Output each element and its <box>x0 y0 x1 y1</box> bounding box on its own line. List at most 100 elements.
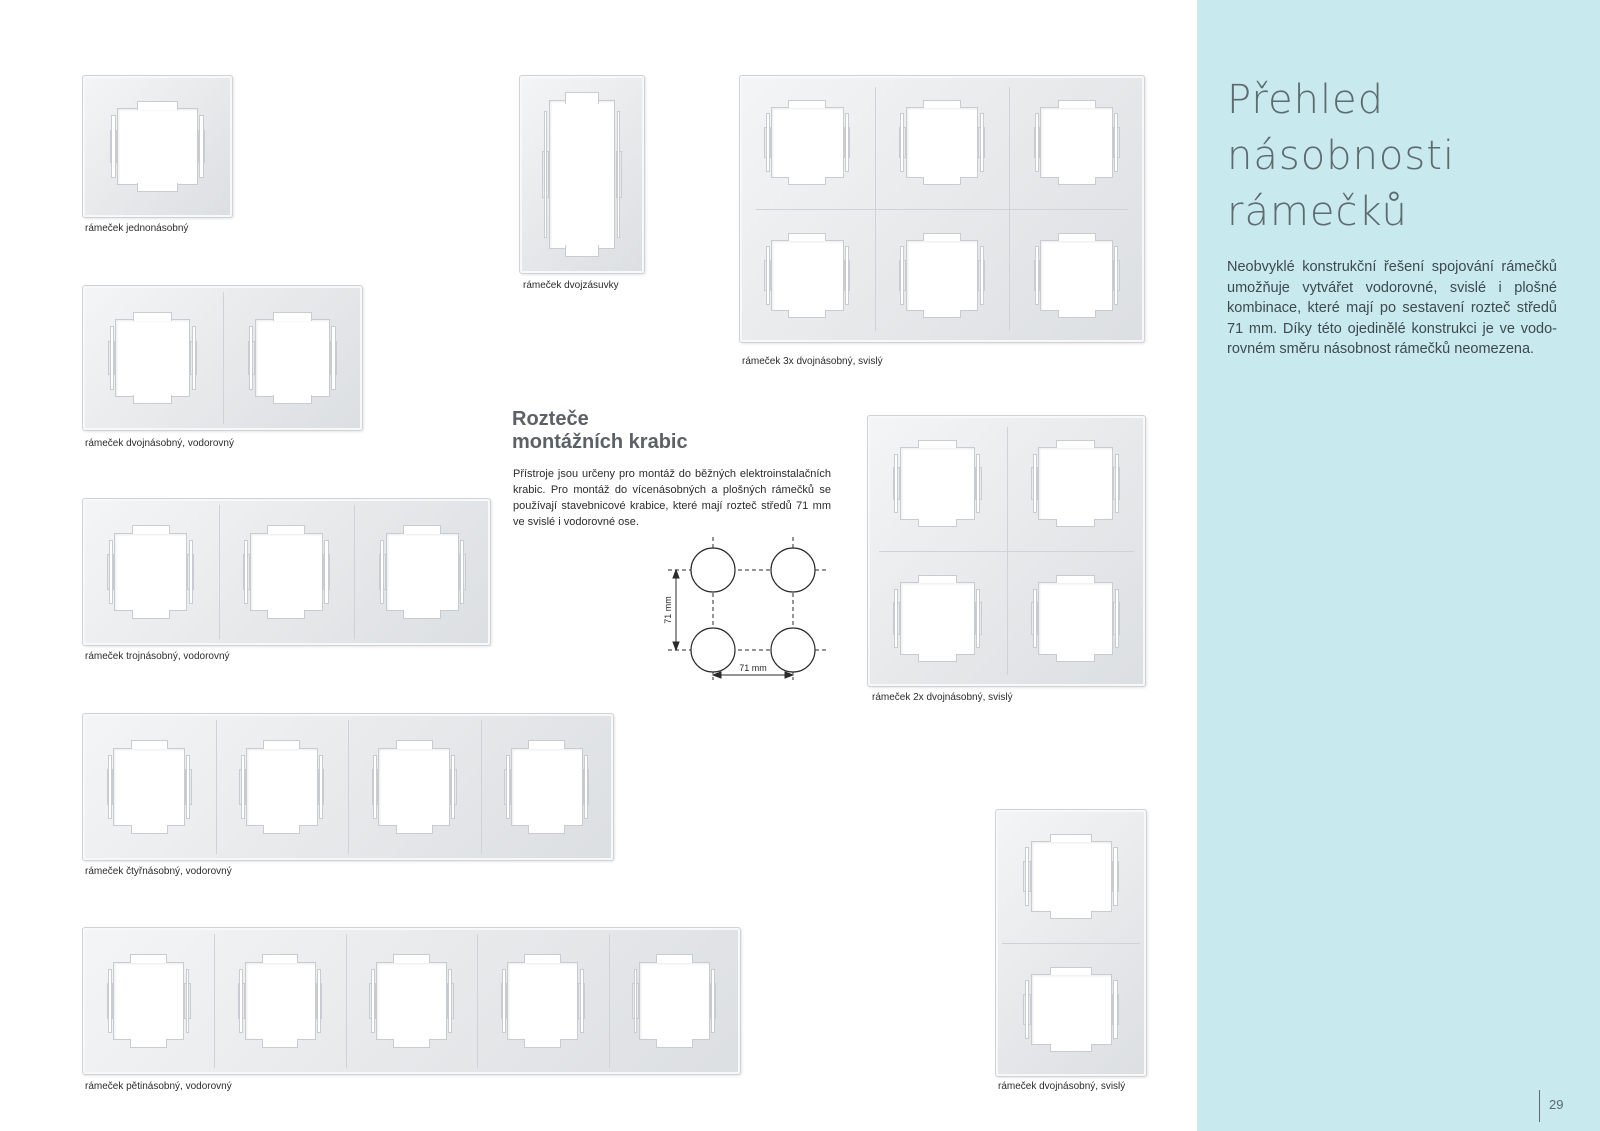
dimension-horizontal-label: 71 mm <box>739 663 767 673</box>
frame-detail <box>923 177 961 186</box>
frame-module <box>875 209 1010 342</box>
frame-quad-horizontal-caption: rámeček čtyřnásobný, vodorovný <box>85 866 232 877</box>
frame-detail <box>108 754 113 820</box>
frame-detail <box>1113 980 1118 1039</box>
frame-joint <box>345 933 347 1069</box>
frame-opening <box>1038 447 1114 520</box>
frame-module <box>219 499 355 645</box>
frame-detail <box>1056 440 1096 449</box>
frame-detail <box>655 954 693 964</box>
frame-opening <box>114 532 188 612</box>
box-circles <box>690 547 816 673</box>
frame-module <box>477 928 608 1074</box>
frame-detail <box>1050 966 1092 975</box>
frame-detail <box>583 754 588 820</box>
frame-detail <box>267 525 306 535</box>
frame-detail <box>130 1038 168 1048</box>
frame-detail <box>272 395 312 405</box>
frame-detail <box>923 99 961 108</box>
frame-2x-double-vertical-image <box>867 415 1146 687</box>
side-description: Neobvyklé konstrukční řešení spojování r… <box>1227 259 1557 357</box>
frame-detail <box>505 754 510 820</box>
frame-triple-horizontal-caption: rámeček trojnásobný, vodorovný <box>85 651 230 662</box>
side-title-line: rámečků <box>1227 189 1408 235</box>
frame-detail <box>1057 99 1096 108</box>
frame-module <box>868 416 1007 551</box>
frame-opening <box>117 108 198 185</box>
frame-detail <box>976 588 981 649</box>
page-number: 29 <box>1549 1097 1564 1112</box>
frame-double-vertical-image <box>995 809 1147 1077</box>
frame-detail <box>564 91 600 104</box>
frame-joint <box>348 719 349 855</box>
frame-detail <box>451 754 456 820</box>
frame-detail <box>900 113 905 172</box>
frame-detail <box>448 968 453 1034</box>
frame-opening <box>510 747 583 827</box>
frame-opening <box>507 961 579 1041</box>
frame-detail <box>131 609 170 619</box>
frame-detail <box>267 609 306 619</box>
frame-detail <box>917 653 957 662</box>
frame-module <box>346 928 477 1074</box>
frame-module <box>83 286 223 430</box>
frame-detail <box>403 609 442 619</box>
frame-detail <box>923 310 961 319</box>
frame-module <box>740 209 875 342</box>
frame-joint <box>1002 943 1140 944</box>
box-circle-bottom-left <box>690 627 736 673</box>
frame-detail <box>239 968 244 1034</box>
box-circle-top-right <box>770 547 816 593</box>
frame-joint <box>480 719 482 855</box>
frame-module <box>83 714 216 860</box>
frame-opening <box>1030 973 1112 1046</box>
frame-detail <box>1056 653 1096 662</box>
frame-detail <box>316 968 321 1034</box>
frame-double-socket-caption: rámeček dvojzásuvky <box>523 280 619 291</box>
frame-joint <box>608 933 610 1069</box>
frame-quint-horizontal-image <box>82 927 741 1075</box>
frame-detail <box>324 539 329 605</box>
side-title-line: násobnosti <box>1227 133 1456 179</box>
frame-module <box>996 943 1146 1076</box>
dimension-horizontal <box>711 671 795 679</box>
frame-opening <box>385 532 459 612</box>
frame-detail <box>240 754 245 820</box>
frame-opening <box>245 747 318 827</box>
frame-detail <box>788 232 827 241</box>
frame-detail <box>979 113 984 172</box>
frame-detail <box>133 311 173 321</box>
frame-joint <box>215 719 217 855</box>
frame-detail <box>370 968 375 1034</box>
frame-detail <box>1114 246 1119 305</box>
frame-detail <box>528 824 566 834</box>
frame-detail <box>1034 246 1039 305</box>
frame-detail <box>1056 518 1096 527</box>
frame-module <box>481 714 614 860</box>
frame-module <box>740 76 875 209</box>
section-heading-line: montážních krabic <box>512 431 688 453</box>
frame-detail <box>1114 453 1119 514</box>
frame-detail <box>543 111 548 238</box>
frame-quint-horizontal-caption: rámeček pětinásobný, vodorovný <box>85 1081 232 1092</box>
frame-module <box>354 499 490 645</box>
frame-module <box>348 714 481 860</box>
box-circle-bottom-right <box>770 627 816 673</box>
frame-detail <box>133 395 173 405</box>
frame-detail <box>185 968 190 1034</box>
dimension-vertical <box>672 568 680 652</box>
frame-detail <box>272 311 312 321</box>
frame-detail <box>788 177 827 186</box>
frame-detail <box>564 245 600 258</box>
frame-opening <box>249 532 324 612</box>
frame-module <box>520 76 644 273</box>
frame-module <box>223 286 363 430</box>
frame-triple-double-vertical-image <box>739 75 1145 343</box>
side-panel: Přehled násobnosti rámečků Neobvyklé kon… <box>1197 0 1600 1131</box>
frame-detail <box>616 111 621 238</box>
frame-opening <box>770 106 844 179</box>
frame-opening <box>376 961 447 1041</box>
frame-detail <box>380 539 385 605</box>
frame-detail <box>263 740 301 750</box>
frame-detail <box>395 824 433 834</box>
